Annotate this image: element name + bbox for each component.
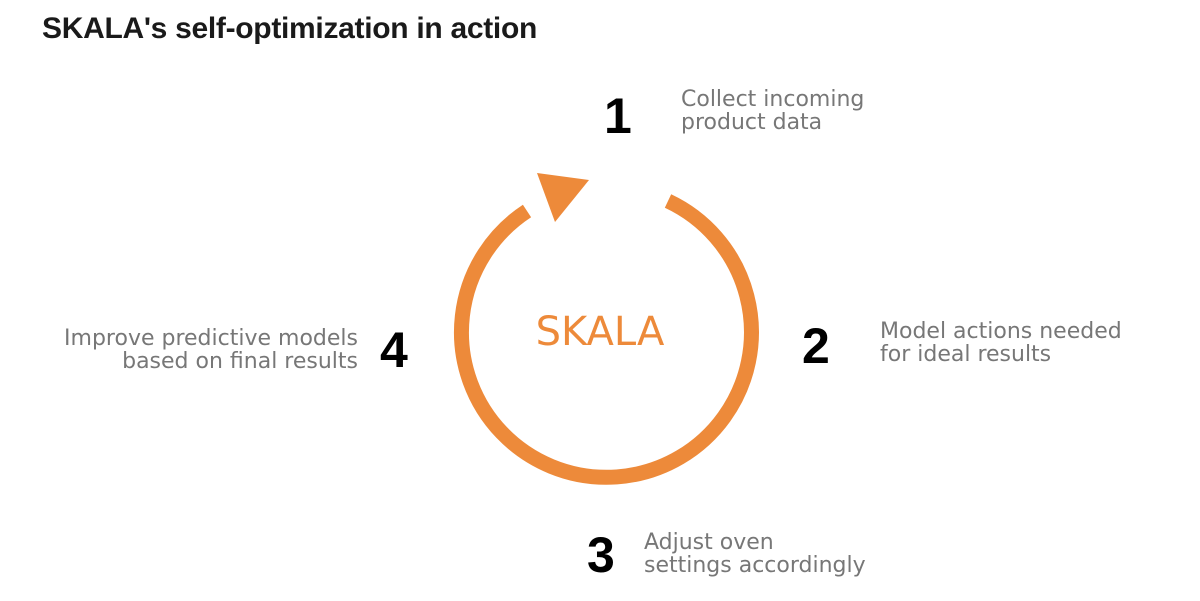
- step-3-line-2: settings accordingly: [644, 553, 866, 578]
- step-4-text: Improve predictive models based on final…: [40, 327, 358, 373]
- step-2-line-1: Model actions needed: [880, 319, 1122, 344]
- step-4-number: 4: [380, 322, 408, 378]
- cycle-arc: [454, 194, 759, 485]
- step-4-line-2: based on final results: [122, 349, 358, 374]
- cycle-arrow-icon: [537, 173, 589, 222]
- step-3-line-1: Adjust oven: [644, 530, 774, 555]
- step-1-number: 1: [604, 88, 632, 144]
- center-label: SKALA: [535, 309, 665, 355]
- step-2-line-2: for ideal results: [880, 342, 1052, 367]
- step-3-text: Adjust oven settings accordingly: [644, 531, 866, 577]
- step-2-text: Model actions needed for ideal results: [880, 320, 1122, 366]
- step-4-line-1: Improve predictive models: [64, 326, 358, 351]
- page-title: SKALA's self-optimization in action: [42, 12, 537, 45]
- step-3-number: 3: [587, 527, 615, 583]
- step-1-text: Collect incoming product data: [681, 88, 864, 134]
- step-1-line-2: product data: [681, 110, 823, 135]
- step-2-number: 2: [802, 318, 830, 374]
- step-1-line-1: Collect incoming: [681, 87, 865, 112]
